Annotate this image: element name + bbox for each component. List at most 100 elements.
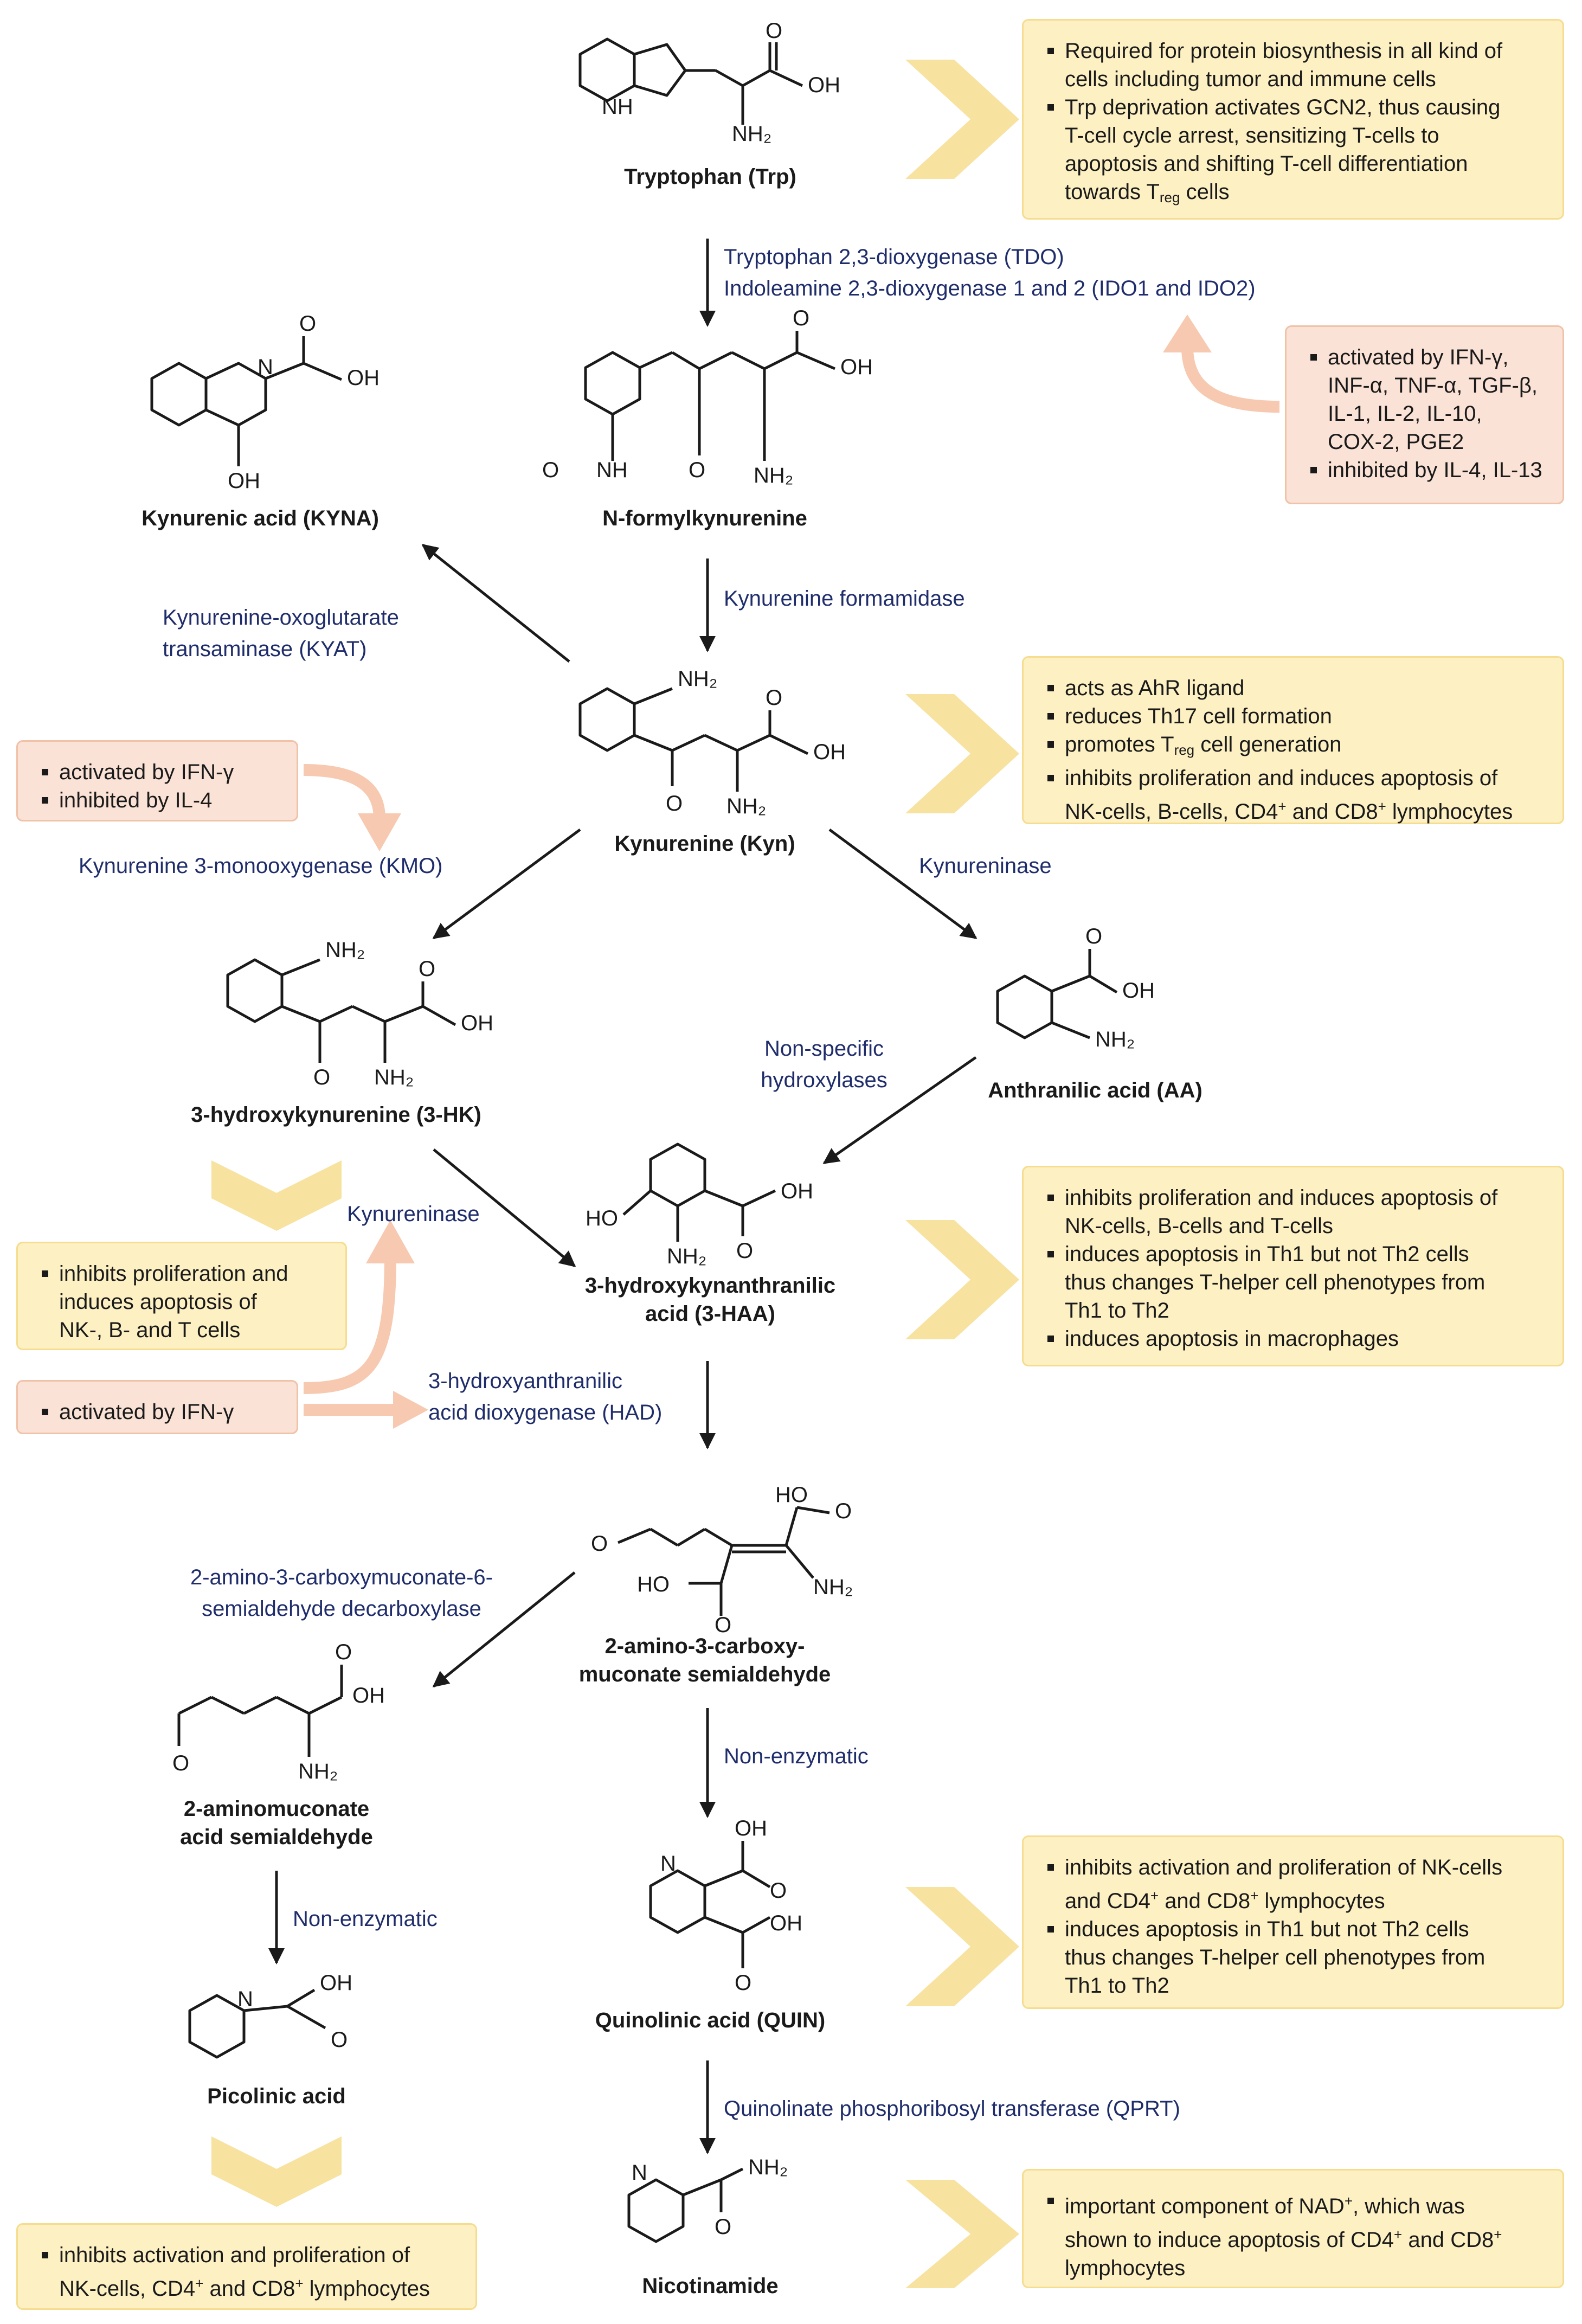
svg-text:O: O <box>335 1640 352 1664</box>
effect-item: induces apoptosis in Th1 but not Th2 cel… <box>1045 1915 1546 2000</box>
effect-item: Required for protein biosynthesis in all… <box>1045 37 1546 93</box>
enzyme-kyat: Kynurenine-oxoglutarate transaminase (KY… <box>163 606 399 661</box>
svg-text:O: O <box>689 458 705 482</box>
svg-text:OH: OH <box>735 1816 767 1840</box>
svg-text:NH₂: NH₂ <box>748 2155 788 2179</box>
svg-text:O: O <box>766 686 782 710</box>
label-anthranilic-acid: Anthranilic acid (AA) <box>988 1078 1202 1102</box>
label-kynurenic-acid: Kynurenic acid (KYNA) <box>142 506 379 530</box>
effects-box-nicotinamide: important component of NAD+, which was s… <box>1022 2169 1564 2288</box>
label-picolinic-acid: Picolinic acid <box>207 2084 346 2108</box>
reg-arrow-ido <box>1181 346 1280 413</box>
effects-box-picolinic-acid: inhibits activation and proliferation of… <box>16 2223 477 2310</box>
structure-quinolinic-acid <box>649 1841 771 1968</box>
svg-text:NH₂: NH₂ <box>754 464 793 487</box>
svg-text:O: O <box>542 458 559 482</box>
svg-text:N: N <box>660 1852 676 1876</box>
label-kynurenine: Kynurenine (Kyn) <box>614 832 795 856</box>
svg-text:O: O <box>793 306 809 330</box>
svg-text:NH₂: NH₂ <box>678 667 717 691</box>
arrow-kyn-kyna <box>421 544 570 663</box>
arrow-acms-ams <box>432 1571 576 1687</box>
regulation-item: activated by IFN-γ, INF-α, TNF-α, TGF-β,… <box>1308 343 1546 456</box>
svg-text:O: O <box>835 1499 852 1523</box>
svg-text:O: O <box>313 1065 330 1089</box>
enzyme-qprt: Quinolinate phosphoribosyl transferase (… <box>724 2097 1180 2121</box>
enzyme-had: 3-hydroxyanthranilic acid dioxygenase (H… <box>428 1369 663 1424</box>
effect-chevrons <box>211 60 1019 2288</box>
effect-item: inhibits activation and proliferation of… <box>1045 1853 1546 1915</box>
regulation-item: activated by IFN-γ <box>40 1398 280 1426</box>
enzyme-ido: Indoleamine 2,3-dioxygenase 1 and 2 (IDO… <box>724 277 1256 300</box>
label-acms: 2-amino-3-carboxy- muconate semialdehyde <box>578 1634 831 1686</box>
chevron-kyn <box>905 694 1019 813</box>
structure-anthranilic-acid <box>996 949 1118 1039</box>
effect-item: inhibits proliferation and induces apopt… <box>1045 764 1546 826</box>
effect-item: acts as AhR ligand <box>1045 674 1546 702</box>
reg-head-had <box>393 1391 428 1429</box>
svg-text:O: O <box>419 957 435 981</box>
structure-3-hydroxykynurenine <box>226 958 456 1063</box>
svg-text:OH: OH <box>770 1911 802 1935</box>
effects-box-tryptophan: Required for protein biosynthesis in all… <box>1022 19 1564 220</box>
svg-text:OH: OH <box>813 740 846 764</box>
svg-text:O: O <box>172 1751 189 1775</box>
svg-text:N: N <box>258 355 273 379</box>
enzyme-non-enzymatic-left: Non-enzymatic <box>293 1907 438 1931</box>
effects-box-3-hydroxyanthranilic-acid: inhibits proliferation and induces apopt… <box>1022 1166 1564 1366</box>
structure-n-formylkynurenine <box>584 331 835 461</box>
label-3-hydroxyanthranilic-acid: 3-hydroxykynanthranilic acid (3-HAA) <box>584 1274 836 1326</box>
enzyme-kynurenine-formamidase: Kynurenine formamidase <box>724 587 965 611</box>
label-quinolinic-acid: Quinolinic acid (QUIN) <box>595 2008 826 2032</box>
regulation-box-had: activated by IFN-γ <box>16 1380 298 1434</box>
label-aminomuconate-semialdehyde: 2-aminomuconate acid semialdehyde <box>180 1797 373 1849</box>
regulation-item: inhibited by IL-4, IL-13 <box>1308 456 1546 484</box>
label-nicotinamide: Nicotinamide <box>642 2274 779 2298</box>
svg-text:O: O <box>591 1532 608 1556</box>
svg-text:NH₂: NH₂ <box>298 1760 338 1783</box>
structure-kynurenine <box>578 687 809 792</box>
arrow-aa-3haa <box>822 1056 977 1165</box>
effect-item: important component of NAD+, which was s… <box>1045 2187 1546 2282</box>
enzyme-kynureninase-left: Kynureninase <box>347 1202 480 1226</box>
svg-text:OH: OH <box>461 1011 493 1035</box>
svg-text:NH₂: NH₂ <box>667 1244 706 1268</box>
effect-item: promotes Treg cell generation <box>1045 730 1546 764</box>
effect-item: inhibits activation and proliferation of… <box>40 2241 459 2303</box>
regulation-item: inhibited by IL-4 <box>40 786 280 814</box>
svg-text:OH: OH <box>781 1179 813 1203</box>
svg-text:O: O <box>1085 925 1102 948</box>
svg-text:NH₂: NH₂ <box>813 1575 853 1599</box>
regulation-arrowheads <box>358 314 1212 1429</box>
arrow-3hk-3haa <box>433 1148 576 1267</box>
effect-item: reduces Th17 cell formation <box>1045 702 1546 730</box>
reg-head-ido <box>1163 314 1212 352</box>
chevron-trp <box>905 60 1019 179</box>
effects-box-kynurenine: acts as AhR ligand reduces Th17 cell for… <box>1022 656 1564 824</box>
svg-text:O: O <box>715 1613 731 1637</box>
arrow-kyn-3hk <box>432 828 581 940</box>
structure-aminomuconate-semialdehyde <box>177 1665 343 1757</box>
svg-text:HO: HO <box>637 1572 670 1596</box>
chevron-quin <box>905 1887 1019 2006</box>
regulation-box-ido: activated by IFN-γ, INF-α, TNF-α, TGF-β,… <box>1285 325 1564 504</box>
svg-text:OH: OH <box>840 355 873 379</box>
svg-text:NH₂: NH₂ <box>325 938 365 962</box>
enzyme-kynureninase-right: Kynureninase <box>919 854 1052 878</box>
label-n-formylkynurenine: N-formylkynurenine <box>602 506 807 530</box>
chevron-nam <box>905 2180 1019 2288</box>
svg-text:HO: HO <box>586 1206 618 1230</box>
svg-text:NH₂: NH₂ <box>726 794 766 818</box>
svg-text:OH: OH <box>347 366 380 390</box>
svg-text:NH₂: NH₂ <box>374 1065 414 1089</box>
structure-picolinic-acid <box>188 1988 326 2059</box>
enzyme-acmsd: 2-amino-3-carboxymuconate-6- semialdehyd… <box>190 1565 493 1621</box>
enzyme-kmo: Kynurenine 3-monooxygenase (KMO) <box>79 854 443 878</box>
enzyme-non-enzymatic-right: Non-enzymatic <box>724 1744 869 1768</box>
svg-text:O: O <box>666 792 683 816</box>
svg-text:OH: OH <box>808 73 840 97</box>
svg-text:NH: NH <box>596 458 628 482</box>
svg-text:N: N <box>632 2161 647 2185</box>
